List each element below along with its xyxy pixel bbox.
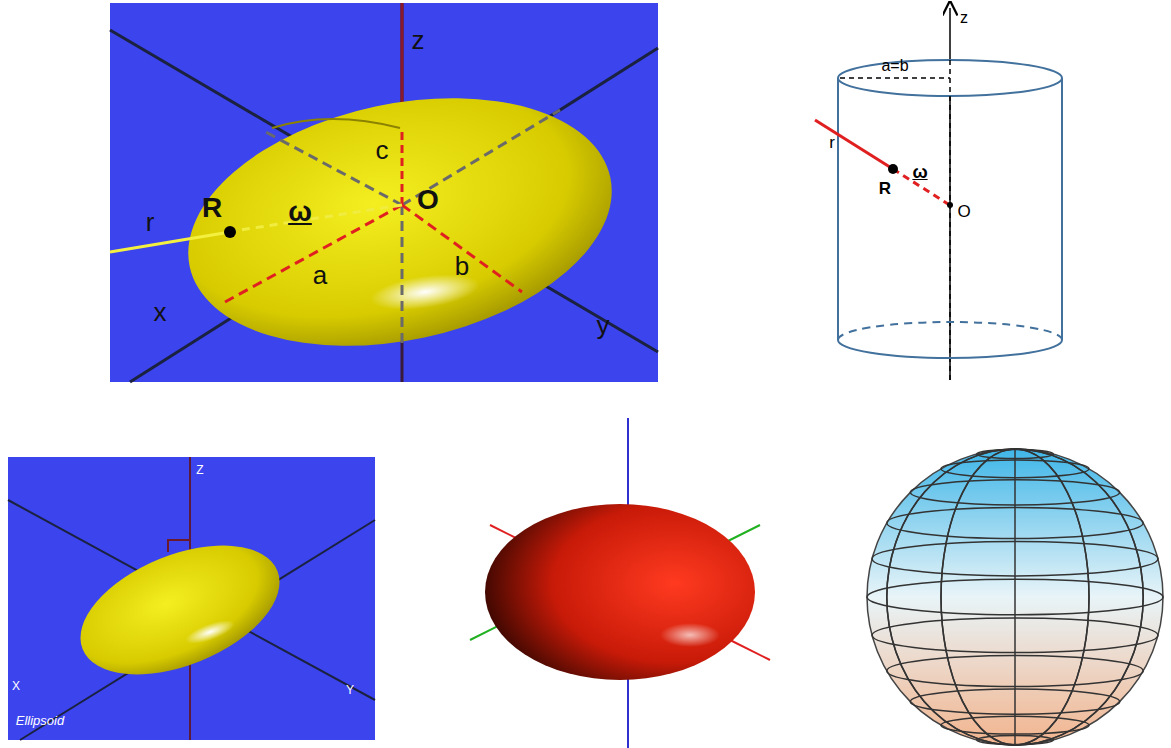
meridian <box>941 449 1089 745</box>
axis-label: x <box>154 299 167 325</box>
axis-label: a=b <box>881 58 908 74</box>
axis-label: z <box>412 27 425 53</box>
parallel <box>887 656 1143 687</box>
parallel <box>872 542 1158 576</box>
axis-label: R <box>202 194 222 222</box>
axis-label: Z <box>196 464 203 476</box>
axis-label: Ellipsoid <box>16 714 64 727</box>
axis-label: a <box>313 262 327 288</box>
axis-label: r <box>829 134 835 151</box>
axis-label: ω <box>288 198 312 226</box>
axis-label: ω <box>912 163 927 181</box>
meridian <box>1014 449 1016 745</box>
meridian <box>887 449 1143 745</box>
parallel <box>977 735 1054 744</box>
parallel <box>872 618 1158 652</box>
axis-label: O <box>957 203 970 220</box>
parallel <box>910 689 1119 714</box>
axis-label: c <box>376 137 389 163</box>
axis-label: r <box>146 209 155 235</box>
axis-label: b <box>455 253 469 279</box>
parallel <box>941 460 1089 478</box>
axis-label: z <box>960 10 968 26</box>
axis-label: O <box>417 186 439 214</box>
meridian <box>941 449 1089 745</box>
meridian <box>887 449 1143 745</box>
parallel <box>977 449 1054 458</box>
parallel <box>941 716 1089 734</box>
axis-label: y <box>597 312 610 338</box>
axis-label: X <box>12 680 20 692</box>
axis-label: R <box>879 180 891 197</box>
parallel <box>867 579 1163 615</box>
parallel <box>887 508 1143 539</box>
meridian <box>1014 449 1016 745</box>
axis-label: Y <box>346 684 354 696</box>
parallel <box>910 480 1119 505</box>
